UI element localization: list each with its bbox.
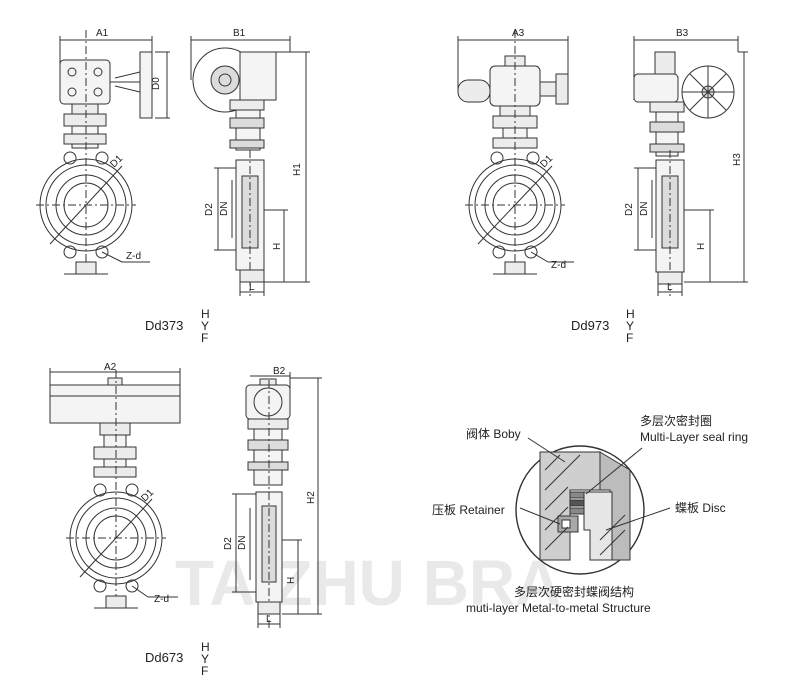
dd973-label-zd: Z-d xyxy=(551,260,566,271)
leader-disc xyxy=(605,507,671,531)
dd673-label-d2: D2 xyxy=(223,537,234,550)
seal-detail-view xyxy=(515,437,671,575)
dd373-labels: A1 D0 D1 Z-d B1 D2 DN H1 H L Dd373 H Y F xyxy=(96,28,303,345)
dd973-suffix-1: H xyxy=(626,307,635,321)
dd673-label-h: H xyxy=(286,577,297,584)
dd373-label-b1: B1 xyxy=(233,28,246,39)
dd373-label-zd: Z-d xyxy=(126,251,141,262)
detail-labels: 阀体 Boby 多层次密封圈 Multi-Layer seal ring 压板 … xyxy=(432,413,748,615)
dd373-label-d0: D0 xyxy=(151,77,162,90)
dd373-label-d1: D1 xyxy=(108,153,125,170)
dd673-front-view xyxy=(49,368,181,610)
dd973-label-a3: A3 xyxy=(512,28,525,39)
dd973-suffix-3: F xyxy=(626,331,633,345)
label-retainer: 压板 Retainer xyxy=(432,503,505,517)
label-disc: 蝶板 Disc xyxy=(675,500,726,515)
leader-seal-ring xyxy=(585,447,643,495)
dd373-front-view xyxy=(36,30,170,275)
dd373-label-h: H xyxy=(272,243,283,250)
leader-retainer xyxy=(519,507,561,525)
dd973-label-l: L xyxy=(667,282,673,293)
dd973-suffix-2: Y xyxy=(626,319,634,333)
dd673-label-dn: DN xyxy=(237,536,248,550)
dd673-pneumatic-actuator xyxy=(49,384,181,424)
dd673-label-l: L xyxy=(266,614,272,625)
dd673-label-d1: D1 xyxy=(139,487,156,504)
dd373-dim-d1-line xyxy=(49,165,123,245)
dd373-side-view xyxy=(190,36,310,296)
label-valve-body: 阀体 Boby xyxy=(466,427,521,441)
dd373-suffix-2: Y xyxy=(201,319,209,333)
dd973-front-view xyxy=(457,30,574,275)
dd373-label-dn: DN xyxy=(219,202,230,216)
dd673-suffix-1: H xyxy=(201,640,210,654)
dd973-label-dn: DN xyxy=(639,202,650,216)
dd973-label-b3: B3 xyxy=(676,28,689,39)
dd373-handwheel xyxy=(139,51,153,119)
detail-title-en: muti-layer Metal-to-metal Structure xyxy=(466,601,651,615)
watermark-text: TAIZHU BRA xyxy=(175,547,561,619)
dd973-dim-d1-line xyxy=(477,165,553,245)
dd973-model-label: Dd973 xyxy=(571,318,609,333)
dd673-side-actuator xyxy=(253,387,283,417)
detail-title-cn: 多层次硬密封蝶阀结构 xyxy=(514,584,634,599)
dd373-label-l: L xyxy=(249,282,255,293)
dd373-label-d2: D2 xyxy=(204,203,215,216)
dd373-label-a1: A1 xyxy=(96,28,109,39)
dd973-label-h3: H3 xyxy=(732,153,743,166)
dd673-side-view xyxy=(232,372,322,628)
dd373-label-h1: H1 xyxy=(292,163,303,176)
leader-body xyxy=(527,437,566,463)
dd973-label-d2: D2 xyxy=(624,203,635,216)
dd373-suffix-1: H xyxy=(201,307,210,321)
dd973-label-h: H xyxy=(696,243,707,250)
dd673-label-a2: A2 xyxy=(104,362,117,373)
dd373-gearbox xyxy=(59,59,111,105)
dd673-label-zd: Z-d xyxy=(154,594,169,605)
dd673-dim-d1-line xyxy=(79,498,153,578)
label-seal-ring-en: Multi-Layer seal ring xyxy=(640,430,748,444)
dd373-suffix-3: F xyxy=(201,331,208,345)
dd673-label-b2: B2 xyxy=(273,366,286,377)
dd673-suffix-2: Y xyxy=(201,652,209,666)
dd673-model-label: Dd673 xyxy=(145,650,183,665)
dd373-model-label: Dd373 xyxy=(145,318,183,333)
dd973-labels: A3 D1 Z-d B3 D2 DN H3 H L Dd973 H Y F xyxy=(512,28,743,345)
dd973-side-view xyxy=(633,36,748,296)
dd673-suffix-3: F xyxy=(201,664,208,678)
dd673-label-h2: H2 xyxy=(306,491,317,504)
label-seal-ring-cn: 多层次密封圈 xyxy=(640,413,712,428)
